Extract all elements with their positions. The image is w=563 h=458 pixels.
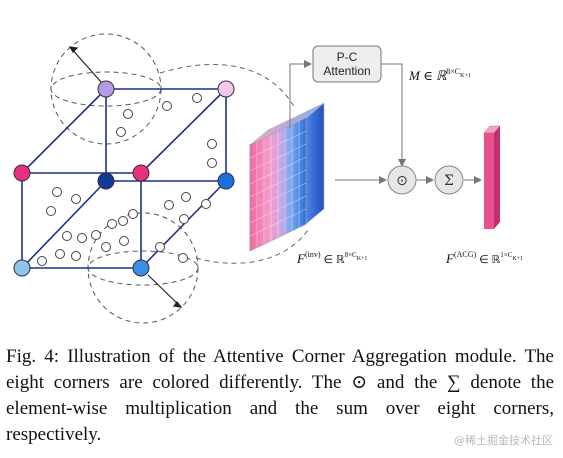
pc-attention-label-line2: Attention bbox=[323, 64, 370, 78]
corner-bottom-front-left bbox=[13, 259, 31, 277]
mask-label: M ∈ ℝ8×CK+1 bbox=[408, 67, 471, 83]
caption-middle: and the bbox=[376, 372, 438, 393]
caption-prefix: Fig. 4: Illustration of the Attentive Co… bbox=[6, 346, 554, 393]
radius-arrow-top bbox=[68, 46, 102, 83]
cube-wireframe bbox=[21, 88, 227, 269]
caption-suffix: denote the element-wise multiplication a… bbox=[6, 372, 555, 445]
output-label-sup: (ACG) bbox=[454, 250, 477, 259]
corner-bottom-front-right bbox=[132, 259, 150, 277]
watermark: @稀土掘金技术社区 bbox=[454, 434, 553, 447]
corner-top-front-right bbox=[132, 164, 150, 182]
output-label: F(ACG)∈ ℝ1×CK+1 bbox=[445, 250, 523, 266]
radius-arrow-bottom bbox=[147, 274, 183, 308]
feature-label: F(inv)∈ ℝ8×CK+1 bbox=[296, 250, 367, 266]
output-label-main: F bbox=[445, 251, 455, 266]
attentive-corner-aggregation-diagram: P-C Attention ⊙ Σ M ∈ ℝ8×CK+1 F(inv)∈ ℝ8… bbox=[13, 33, 523, 324]
output-label-dim: 1×C bbox=[500, 251, 512, 259]
corner-bottom-back-left bbox=[97, 172, 115, 190]
corner-top-front-left bbox=[13, 164, 31, 182]
feature-label-set: ∈ ℝ bbox=[324, 254, 345, 266]
sum-node bbox=[434, 165, 464, 195]
dashed-link-bottom bbox=[195, 229, 309, 264]
output-label-dim-sub: K+1 bbox=[512, 256, 523, 262]
caption-sum: ∑ bbox=[447, 372, 461, 393]
interior-points bbox=[37, 93, 217, 266]
caption-odot: ⊙ bbox=[351, 372, 368, 393]
dashed-link-top bbox=[159, 63, 296, 109]
pc-attention-label-line1: P-C bbox=[337, 50, 358, 64]
corner-top-back-left bbox=[97, 80, 115, 98]
multiply-symbol: ⊙ bbox=[396, 173, 408, 189]
figure-caption: Fig. 4: Illustration of the Attentive Co… bbox=[6, 344, 554, 448]
output-label-set: ∈ ℝ bbox=[479, 254, 500, 266]
mask-label-main: M ∈ ℝ bbox=[408, 68, 447, 83]
mask-label-sup: 8×C bbox=[446, 67, 460, 76]
feature-label-dim-sub: K+1 bbox=[357, 256, 368, 262]
mask-label-sub: K+1 bbox=[460, 73, 471, 79]
feature-label-main: F bbox=[296, 251, 306, 266]
flow-arrows bbox=[289, 60, 482, 184]
sum-symbol: Σ bbox=[444, 173, 454, 189]
feature-tensor bbox=[249, 102, 325, 252]
feature-label-dim: 8×C bbox=[345, 251, 357, 259]
feature-label-sup: (inv) bbox=[305, 250, 321, 259]
multiply-node bbox=[387, 165, 417, 195]
corner-bottom-back-right bbox=[217, 172, 235, 190]
output-feature-bar bbox=[483, 125, 501, 229]
corner-top-back-right bbox=[217, 80, 235, 98]
